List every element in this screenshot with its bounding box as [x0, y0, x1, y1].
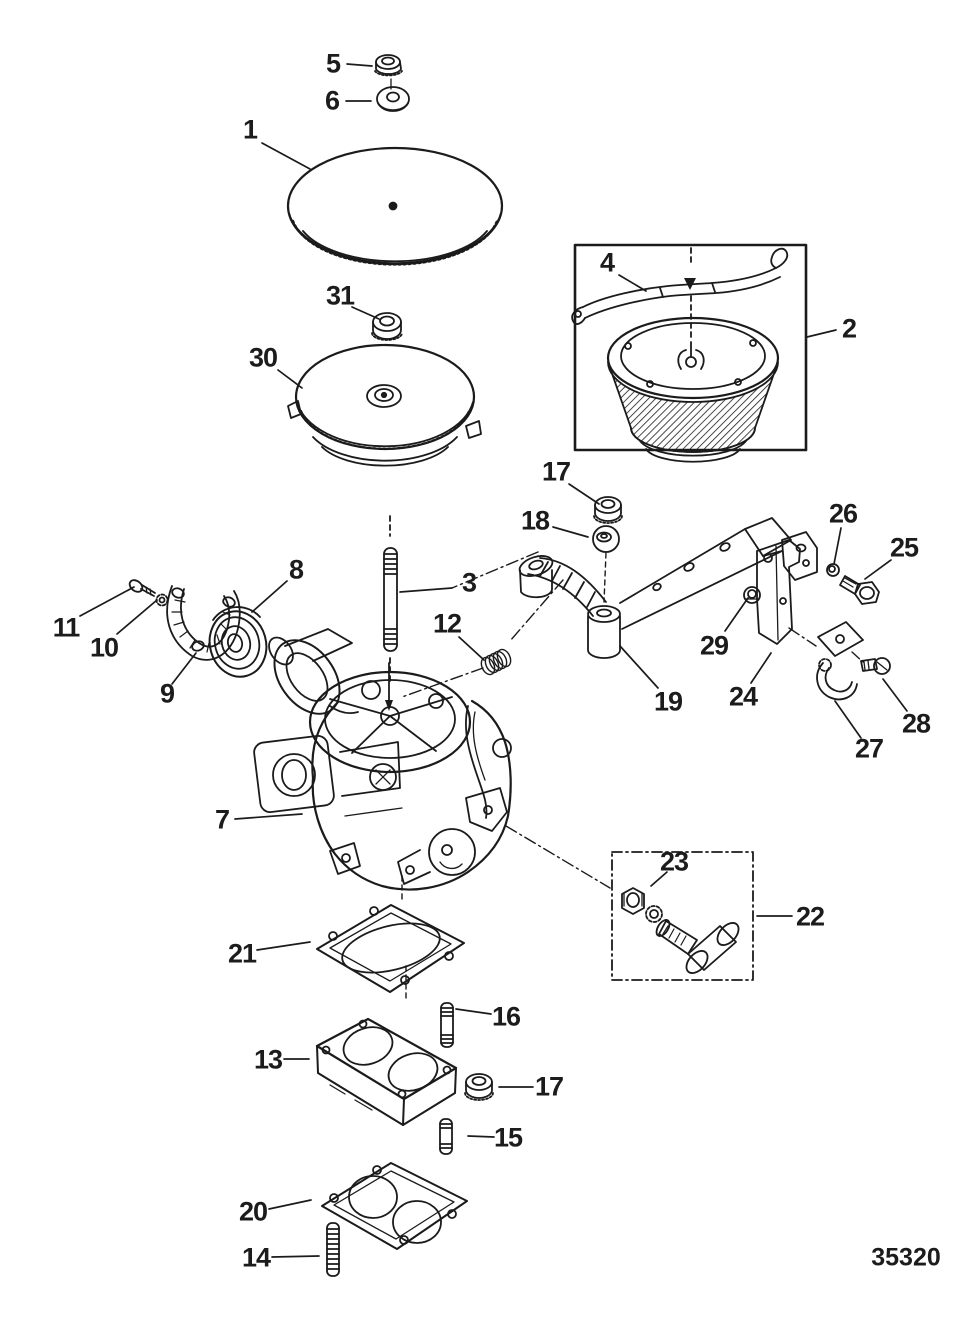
part-13-spacer-plate — [315, 1017, 458, 1126]
part-12-spring — [480, 648, 512, 676]
part-21-gasket — [316, 904, 465, 1002]
callout-28: 28 — [901, 708, 931, 739]
callout-21: 21 — [227, 938, 257, 969]
part-17-lower-nut — [464, 1073, 494, 1101]
part-20-gasket — [321, 1162, 468, 1250]
elbow-fitting — [655, 919, 740, 974]
part-16-stud — [440, 1002, 454, 1048]
callout-15: 15 — [493, 1122, 523, 1153]
callout-6: 6 — [324, 85, 340, 116]
part-11-screw — [128, 579, 156, 597]
callout-5: 5 — [325, 48, 341, 79]
callout-20: 20 — [238, 1196, 268, 1227]
callout-4: 4 — [599, 247, 615, 278]
callout-11: 11 — [52, 612, 81, 643]
part-27-clip — [816, 621, 864, 701]
part-8-cup — [208, 606, 268, 678]
callout-31: 31 — [325, 280, 355, 311]
drawing-number: 35320 — [871, 1243, 941, 1272]
callout-25: 25 — [889, 532, 919, 563]
callout-26: 26 — [828, 498, 858, 529]
callout-7: 7 — [214, 804, 230, 835]
part-1-air-cleaner-cover — [286, 146, 504, 266]
callout-18: 18 — [520, 505, 550, 536]
callout-8: 8 — [288, 554, 304, 585]
part-15-stud — [439, 1118, 453, 1155]
part-5-flange-nut — [374, 54, 403, 90]
callout-23: 23 — [659, 846, 689, 877]
callout-24: 24 — [728, 681, 758, 712]
callout-2: 2 — [841, 313, 857, 344]
leader-lines — [79, 63, 908, 1258]
callout-30: 30 — [248, 342, 278, 373]
part-23-nut — [621, 887, 645, 915]
callout-17b: 17 — [534, 1071, 564, 1102]
callout-27: 27 — [854, 733, 884, 764]
callout-22: 22 — [795, 901, 825, 932]
part-25-bolt — [839, 575, 880, 605]
part-10-lockwasher — [155, 593, 169, 607]
part-9-retainer — [166, 585, 241, 661]
callout-19: 19 — [653, 686, 683, 717]
part-3-stud — [383, 515, 398, 685]
part-18-washer — [592, 525, 620, 603]
part-7-carburetor — [253, 628, 611, 904]
callout-16: 16 — [491, 1001, 521, 1032]
part-2-flame-arrestor-box — [571, 243, 808, 463]
part-6-washer — [376, 86, 410, 112]
callout-9: 9 — [159, 678, 175, 709]
part-28-screw — [860, 657, 891, 675]
callout-10: 10 — [89, 632, 119, 663]
callout-12: 12 — [432, 608, 462, 639]
callout-17a: 17 — [541, 456, 571, 487]
part-26-washer — [826, 563, 840, 577]
callout-14: 14 — [241, 1242, 271, 1273]
callout-13: 13 — [253, 1044, 283, 1075]
part-2-flame-arrestor — [606, 316, 780, 463]
part-30-air-cleaner-base — [287, 343, 482, 467]
part-17-upper-nut — [593, 496, 623, 524]
part-22-fitting-kit-box — [611, 851, 754, 981]
part-19-lever-arm — [401, 517, 818, 698]
part-24-bracket — [756, 539, 817, 647]
callout-29: 29 — [699, 630, 729, 661]
callout-3: 3 — [461, 567, 477, 598]
part-14-stud — [326, 1222, 340, 1277]
callout-1: 1 — [242, 114, 258, 145]
part-31-flange-nut — [371, 312, 403, 341]
